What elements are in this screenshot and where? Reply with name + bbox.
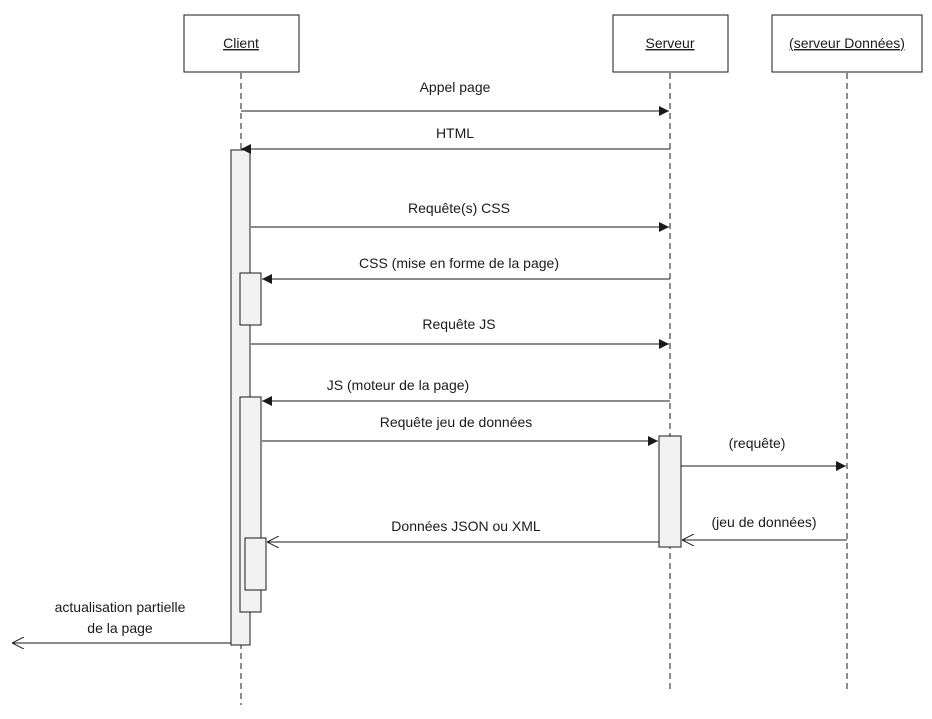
- message-actualisation-label-line1: actualisation partielle: [55, 599, 186, 615]
- participant-client: Client: [183, 14, 300, 73]
- message-requete-donnees-label: (requête): [729, 435, 786, 451]
- message-requete-js-label: Requête JS: [422, 316, 495, 332]
- message-html-label: HTML: [436, 125, 474, 141]
- message-appel-page: Appel page: [241, 79, 669, 116]
- participant-client-label: Client: [223, 35, 259, 51]
- message-requete-donnees: (requête): [681, 435, 846, 471]
- message-requete-css-label: Requête(s) CSS: [408, 200, 510, 216]
- participant-serveur-label: Serveur: [645, 35, 694, 51]
- message-requete-jeu-donnees: Requête jeu de données: [262, 414, 658, 446]
- message-actualisation-label-line2: de la page: [87, 620, 153, 636]
- message-jeu-donnees: (jeu de données): [682, 514, 847, 540]
- message-js-label: JS (moteur de la page): [327, 377, 469, 393]
- participant-donnees: (serveur Données): [771, 14, 923, 73]
- activation-client-css: [239, 272, 262, 326]
- message-html: HTML: [241, 125, 670, 154]
- message-requete-css: Requête(s) CSS: [251, 200, 669, 232]
- message-donnees-json-xml-label: Données JSON ou XML: [391, 518, 541, 534]
- participant-serveur: Serveur: [612, 14, 729, 73]
- message-requete-jeu-donnees-label: Requête jeu de données: [380, 414, 533, 430]
- message-requete-js: Requête JS: [251, 316, 669, 349]
- message-css: CSS (mise en forme de la page): [262, 255, 670, 284]
- activation-serveur: [658, 435, 682, 548]
- message-appel-page-label: Appel page: [420, 79, 491, 95]
- activation-client-data: [244, 537, 267, 591]
- message-donnees-json-xml: Données JSON ou XML: [267, 518, 659, 542]
- message-js: JS (moteur de la page): [262, 377, 670, 406]
- message-jeu-donnees-label: (jeu de données): [711, 514, 816, 530]
- participant-donnees-label: (serveur Données): [789, 35, 905, 51]
- message-actualisation: actualisation partielle de la page: [12, 599, 231, 643]
- message-css-label: CSS (mise en forme de la page): [359, 255, 559, 271]
